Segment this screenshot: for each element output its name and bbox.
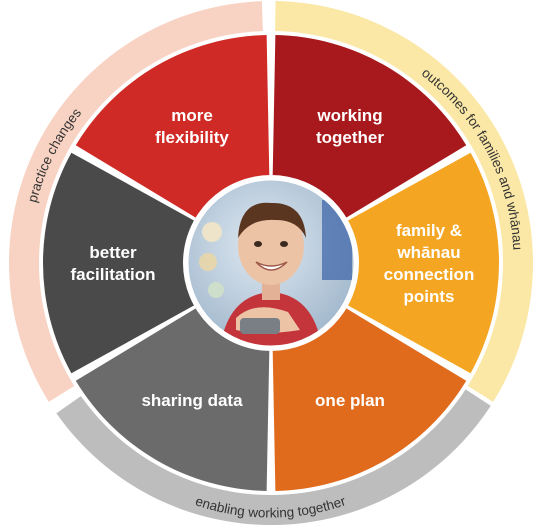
segment-label-sharing-data: sharing data	[141, 391, 243, 410]
outer-ring-arc-practice	[9, 1, 263, 402]
segment-label-line: connection	[384, 265, 475, 284]
segment-label-line: together	[316, 128, 384, 147]
segment-label-line: more	[171, 106, 213, 125]
outer-ring-arc-enabling	[56, 389, 491, 526]
segment-label-one-plan: one plan	[315, 391, 385, 410]
segment-label-line: flexibility	[155, 128, 229, 147]
segment-label-line: sharing data	[141, 391, 243, 410]
segment-label-line: points	[404, 287, 455, 306]
segment-one-plan	[272, 307, 467, 491]
segment-better-facilitation	[42, 152, 196, 374]
segment-label-line: facilitation	[70, 265, 155, 284]
wheel-segments: working together family & whānau connection p…	[42, 35, 500, 491]
segment-label-line: working	[316, 106, 382, 125]
segment-label-line: one plan	[315, 391, 385, 410]
segment-label-better-facilitation: better facilitation	[70, 243, 155, 284]
segment-working-together	[272, 35, 467, 219]
segment-label-family-whanau: family & whānau connection points	[384, 221, 475, 306]
segment-label-more-flexibility: more flexibility	[155, 106, 229, 147]
segment-label-line: whānau	[396, 243, 460, 262]
segment-label-working-together: working together	[316, 106, 384, 147]
segment-more-flexibility	[75, 35, 270, 219]
segment-sharing-data	[75, 307, 270, 491]
center-photo	[183, 175, 359, 351]
segment-label-line: family &	[396, 221, 462, 240]
segment-label-line: better	[89, 243, 137, 262]
outer-ring-arc-outcomes	[275, 1, 533, 402]
segment-family-whanau	[346, 152, 500, 374]
outer-ring	[9, 1, 533, 526]
